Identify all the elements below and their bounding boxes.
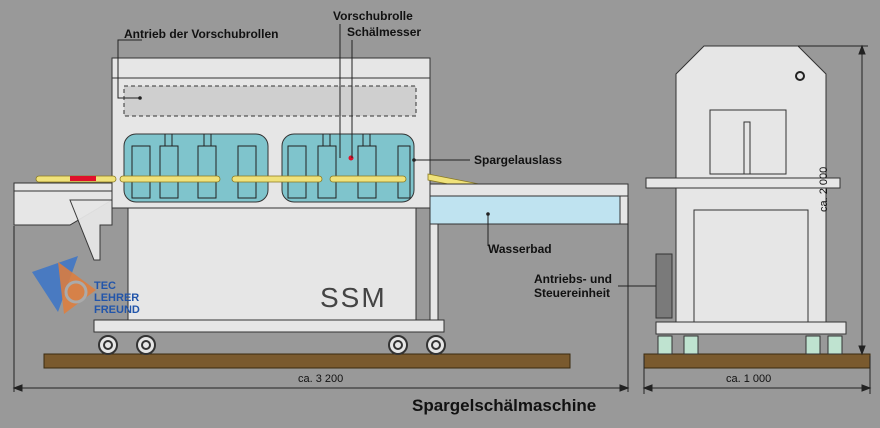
label-feed-roller: Vorschubrolle xyxy=(333,9,413,23)
floor-front xyxy=(643,353,871,369)
marker-dot xyxy=(348,155,354,161)
control-unit xyxy=(655,253,673,319)
dim-length: ca. 3 200 xyxy=(298,373,344,385)
roller-box-right xyxy=(281,133,415,203)
label-outlet: Spargelauslass xyxy=(474,153,563,167)
floor-side xyxy=(43,353,571,369)
logo-text-1: TEC xyxy=(94,280,116,292)
outlet-tray xyxy=(429,183,629,197)
roller xyxy=(131,145,411,199)
red-marker xyxy=(70,176,96,181)
front-feet xyxy=(657,335,843,355)
brand-logo: SSM xyxy=(320,282,387,313)
water-bath xyxy=(429,195,629,225)
drive-housing xyxy=(123,85,417,117)
logo-mark xyxy=(32,256,96,314)
logo-text-2: LEHRER xyxy=(94,292,140,304)
label-peeler: Schälmesser xyxy=(347,25,422,39)
logo-text-3: FREUND xyxy=(94,304,140,316)
label-drive: Antrieb der Vorschubrollen xyxy=(124,27,279,41)
label-control-2: Steuereinheit xyxy=(534,286,611,300)
wheel xyxy=(98,335,446,355)
dim-width: ca. 1 000 xyxy=(726,373,772,385)
label-control: Antriebs- und xyxy=(534,272,612,286)
diagram-caption: Spargelschälmaschine xyxy=(412,396,597,415)
dim-height: ca. 2 000 xyxy=(818,166,830,212)
label-water-bath: Wasserbad xyxy=(488,242,552,256)
